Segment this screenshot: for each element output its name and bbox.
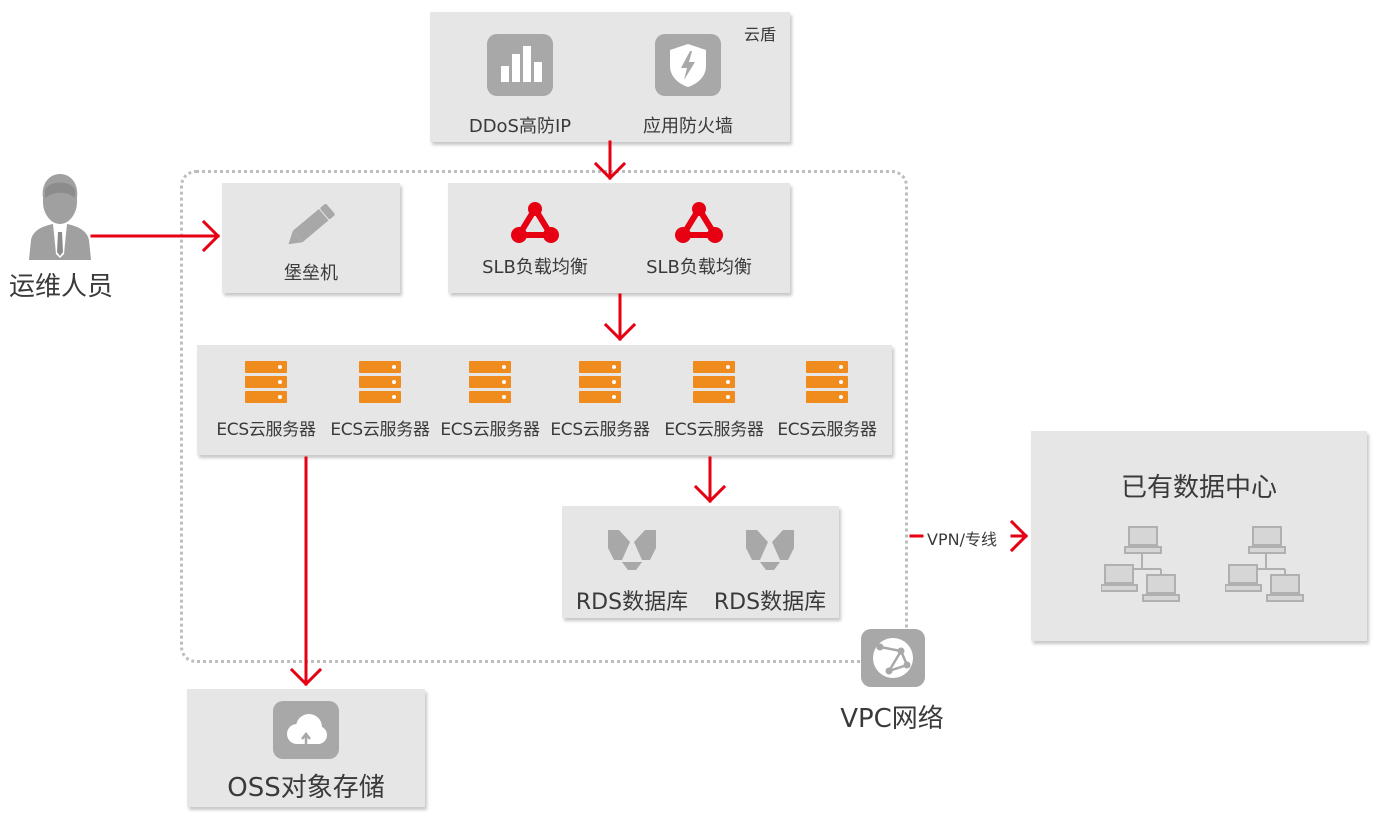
shield-lightning-icon <box>655 34 721 96</box>
vpn-label: VPN/专线 <box>925 526 999 550</box>
ops-person-label: 运维人员 <box>8 272 113 302</box>
cloud-shield-label: 云盾 <box>743 25 776 44</box>
load-balancer-icon <box>674 201 724 245</box>
server-icon <box>359 360 401 404</box>
load-balancer-icon <box>510 201 560 245</box>
pencil-icon <box>280 197 342 255</box>
server-icon <box>245 360 287 404</box>
rds-label-2: RDS数据库 <box>713 590 827 615</box>
rds-label-1: RDS数据库 <box>575 590 689 615</box>
ecs-label: ECS云服务器 <box>330 420 430 440</box>
oss-label: OSS对象存储 <box>227 773 385 803</box>
globe-network-icon <box>861 629 925 687</box>
ddos-icon <box>487 34 553 96</box>
bastion-panel: 堡垒机 <box>222 183 400 293</box>
server-icon <box>693 360 735 404</box>
bastion-label: 堡垒机 <box>284 263 338 284</box>
oss-panel: OSS对象存储 <box>187 689 425 807</box>
ecs-panel: ECS云服务器 ECS云服务器 ECS云服务器 ECS云服务器 ECS云服务器 ECS云服… <box>197 345 892 455</box>
ecs-label: ECS云服务器 <box>777 420 877 440</box>
computer-network-icon <box>1225 525 1307 613</box>
database-icon <box>744 526 796 570</box>
database-icon <box>606 526 658 570</box>
person-icon <box>25 168 95 260</box>
vpc-boundary <box>180 170 908 663</box>
server-icon <box>579 360 621 404</box>
server-icon <box>469 360 511 404</box>
ddos-label: DDoS高防IP <box>468 116 572 137</box>
waf-label: 应用防火墙 <box>643 116 733 137</box>
datacenter-panel: 已有数据中心 <box>1031 431 1367 641</box>
ecs-label: ECS云服务器 <box>550 420 650 440</box>
datacenter-title: 已有数据中心 <box>1120 473 1277 503</box>
vpc-label: VPC网络 <box>840 704 944 734</box>
server-icon <box>806 360 848 404</box>
ecs-label: ECS云服务器 <box>664 420 764 440</box>
ecs-label: ECS云服务器 <box>216 420 316 440</box>
cloud-storage-icon <box>273 701 339 759</box>
rds-panel: RDS数据库 RDS数据库 <box>562 506 839 618</box>
computer-network-icon <box>1101 525 1183 613</box>
cloud-shield-panel: 云盾 DDoS高防IP 应用防火墙 <box>430 12 790 142</box>
slb-label-2: SLB负载均衡 <box>646 257 752 278</box>
slb-panel: SLB负载均衡 SLB负载均衡 <box>448 183 790 293</box>
slb-label-1: SLB负载均衡 <box>482 257 588 278</box>
ecs-label: ECS云服务器 <box>440 420 540 440</box>
